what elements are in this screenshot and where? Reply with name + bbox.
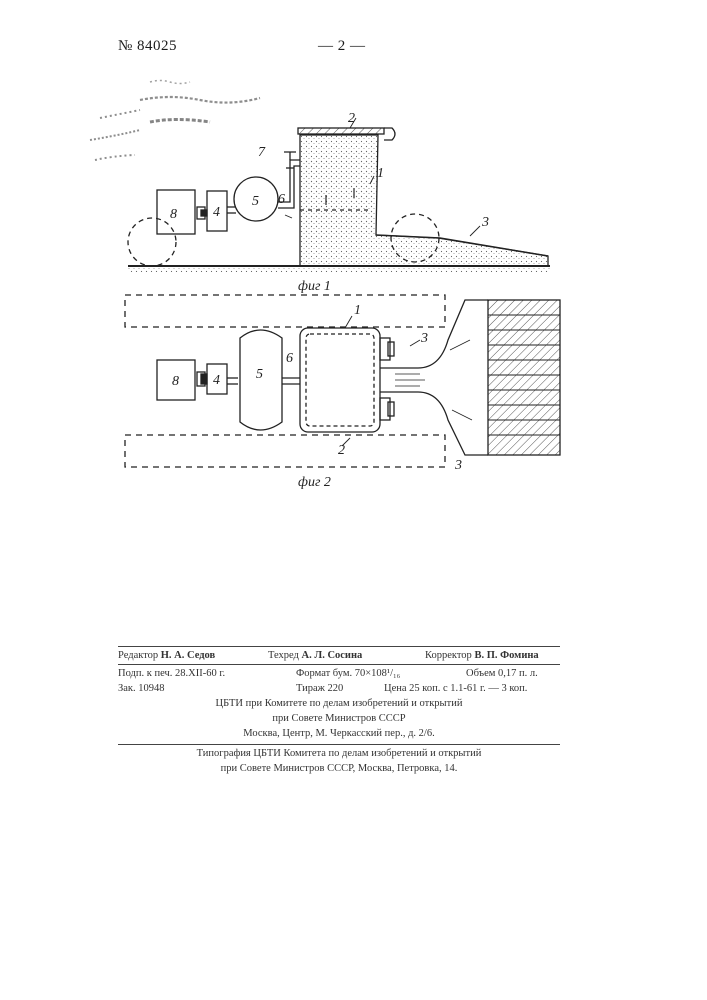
editor-label: Редактор — [118, 650, 158, 661]
imprint-line1-left: Подп. к печ. 28.XII-60 г. — [118, 666, 225, 681]
editor-name: Н. А. Седов — [161, 650, 215, 661]
imprint-top-rule — [118, 646, 560, 647]
fig2-caption: фиг 2 — [298, 475, 331, 490]
corrector-name: В. П. Фомина — [474, 650, 538, 661]
imprint-line1-right: Объем 0,17 п. л. — [466, 666, 538, 681]
imprint-line2-left: Зак. 10948 — [118, 681, 165, 696]
figure-1 — [128, 118, 550, 270]
tech-editor-label: Техред — [268, 650, 299, 661]
imprint-line2-right: Цена 25 коп. с 1.1-61 г. — 3 коп. — [384, 681, 527, 696]
imprint-org3: Москва, Центр, М. Черкасский пер., д. 2/… — [118, 726, 560, 741]
imprint-mid-rule — [118, 664, 560, 665]
fig1-label-2: 2 — [348, 111, 355, 126]
corrector-label: Корректор — [425, 650, 472, 661]
technical-drawing: 2 1 3 4 5 6 7 8 фиг 1 — [0, 0, 707, 520]
fig2-label-3-bottom: 3 — [454, 458, 462, 473]
figure-2 — [125, 295, 560, 467]
fig2-label-3-top: 3 — [420, 331, 428, 346]
fig2-label-6: 6 — [286, 351, 293, 366]
fig2-label-5: 5 — [256, 367, 263, 382]
fig1-label-5: 5 — [252, 194, 259, 209]
imprint-bottom-rule — [118, 744, 560, 745]
imprint-print2: при Совете Министров СССР, Москва, Петро… — [118, 761, 560, 776]
scan-smudge — [90, 81, 260, 161]
tech-editor-name: А. Л. Сосина — [302, 650, 363, 661]
imprint-corrector: Корректор В. П. Фомина — [425, 648, 539, 663]
fig2-label-1: 2 — [338, 443, 345, 458]
fig2-label-4: 4 — [213, 373, 220, 388]
fig1-label-7: 7 — [258, 145, 266, 160]
fig1-label-6: 6 — [278, 192, 285, 207]
imprint-techred: Техред А. Л. Сосина — [268, 648, 362, 663]
fig1-label-3: 3 — [481, 215, 489, 230]
fig2-label-2: 1 — [354, 303, 361, 318]
fig1-label-1: 1 — [377, 166, 384, 181]
fig1-label-4: 4 — [213, 205, 220, 220]
imprint-org2: при Совете Министров СССР — [118, 711, 560, 726]
imprint-line1-mid: Формат бум. 70×108¹/₁₆ — [296, 666, 400, 681]
imprint-editor-line: Редактор Н. А. Седов — [118, 648, 215, 663]
imprint-print1: Типография ЦБТИ Комитета по делам изобре… — [118, 746, 560, 761]
fig1-caption: фиг 1 — [298, 279, 331, 294]
fig1-label-8: 8 — [170, 207, 177, 222]
fig2-label-8: 8 — [172, 374, 179, 389]
imprint-line2-mid: Тираж 220 — [296, 681, 343, 696]
imprint-org1: ЦБТИ при Комитете по делам изобретений и… — [118, 696, 560, 711]
